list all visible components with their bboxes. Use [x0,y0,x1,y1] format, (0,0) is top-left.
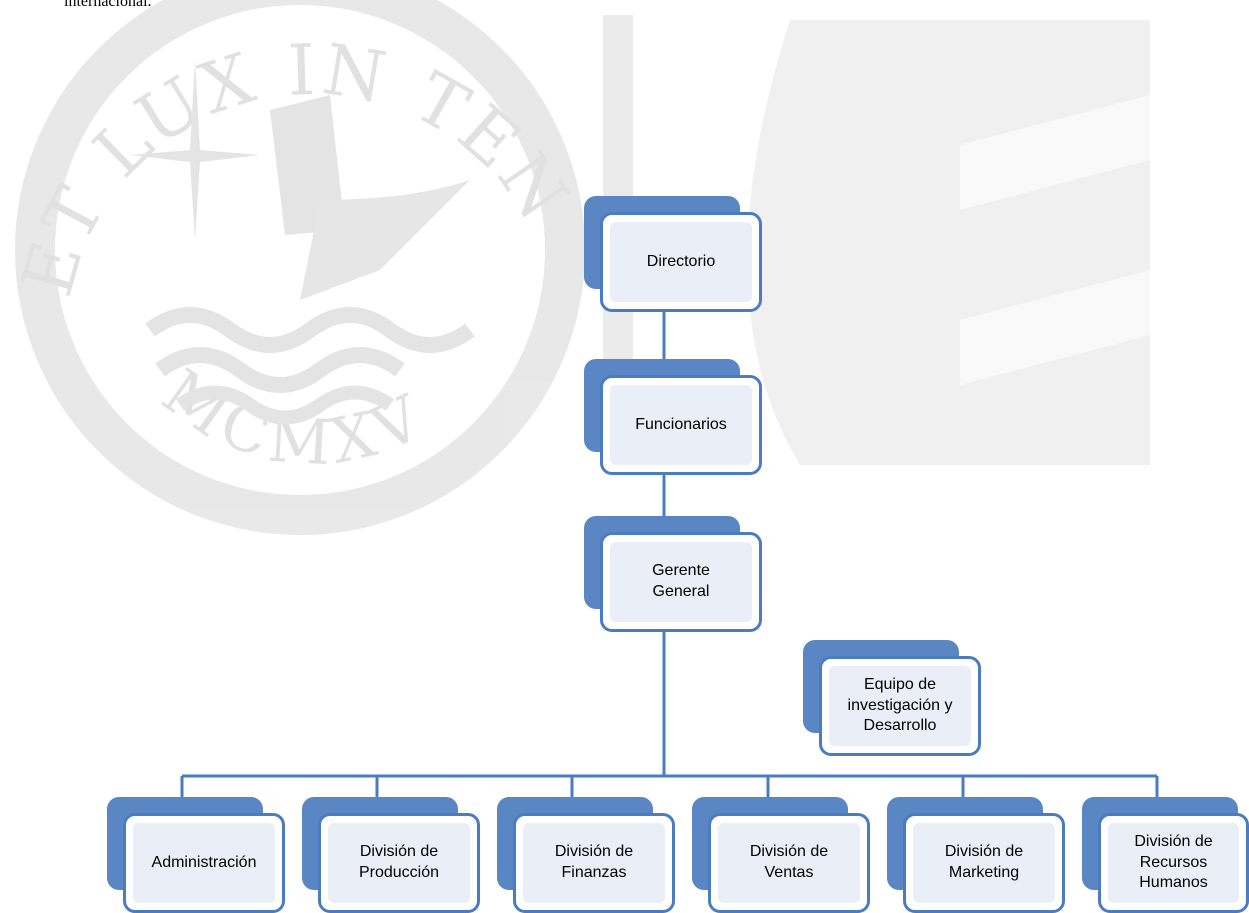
node-label: División de Marketing [944,843,1024,881]
node-label: Directorio [646,252,716,270]
node-division-5: División de Marketing [887,797,1065,913]
node-equipo-investigacion: Equipo de investigación y Desarrollo [803,640,981,756]
node-label: Administración [151,853,257,871]
node-gerente-general: Gerente General [584,516,762,632]
top-text: internacional. [64,0,152,10]
node-label: Funcionarios [635,415,727,433]
node-directorio: Directorio [584,196,762,312]
node-label: Equipo de investigación y Desarrollo [847,675,953,735]
node-division-2: División de Producción [302,797,480,913]
node-division-6: División de Recursos Humanos [1082,797,1249,913]
node-label: División de Ventas [749,843,829,881]
node-label: Gerente General [652,562,710,600]
node-label: División de Finanzas [554,843,634,881]
node-funcionarios: Funcionarios [584,359,762,475]
node-division-3: División de Finanzas [497,797,675,913]
node-division-4: División de Ventas [692,797,870,913]
node-division-1: Administración [107,797,285,913]
node-label: División de Producción [358,843,440,881]
node-label: División de Recursos Humanos [1134,832,1213,892]
